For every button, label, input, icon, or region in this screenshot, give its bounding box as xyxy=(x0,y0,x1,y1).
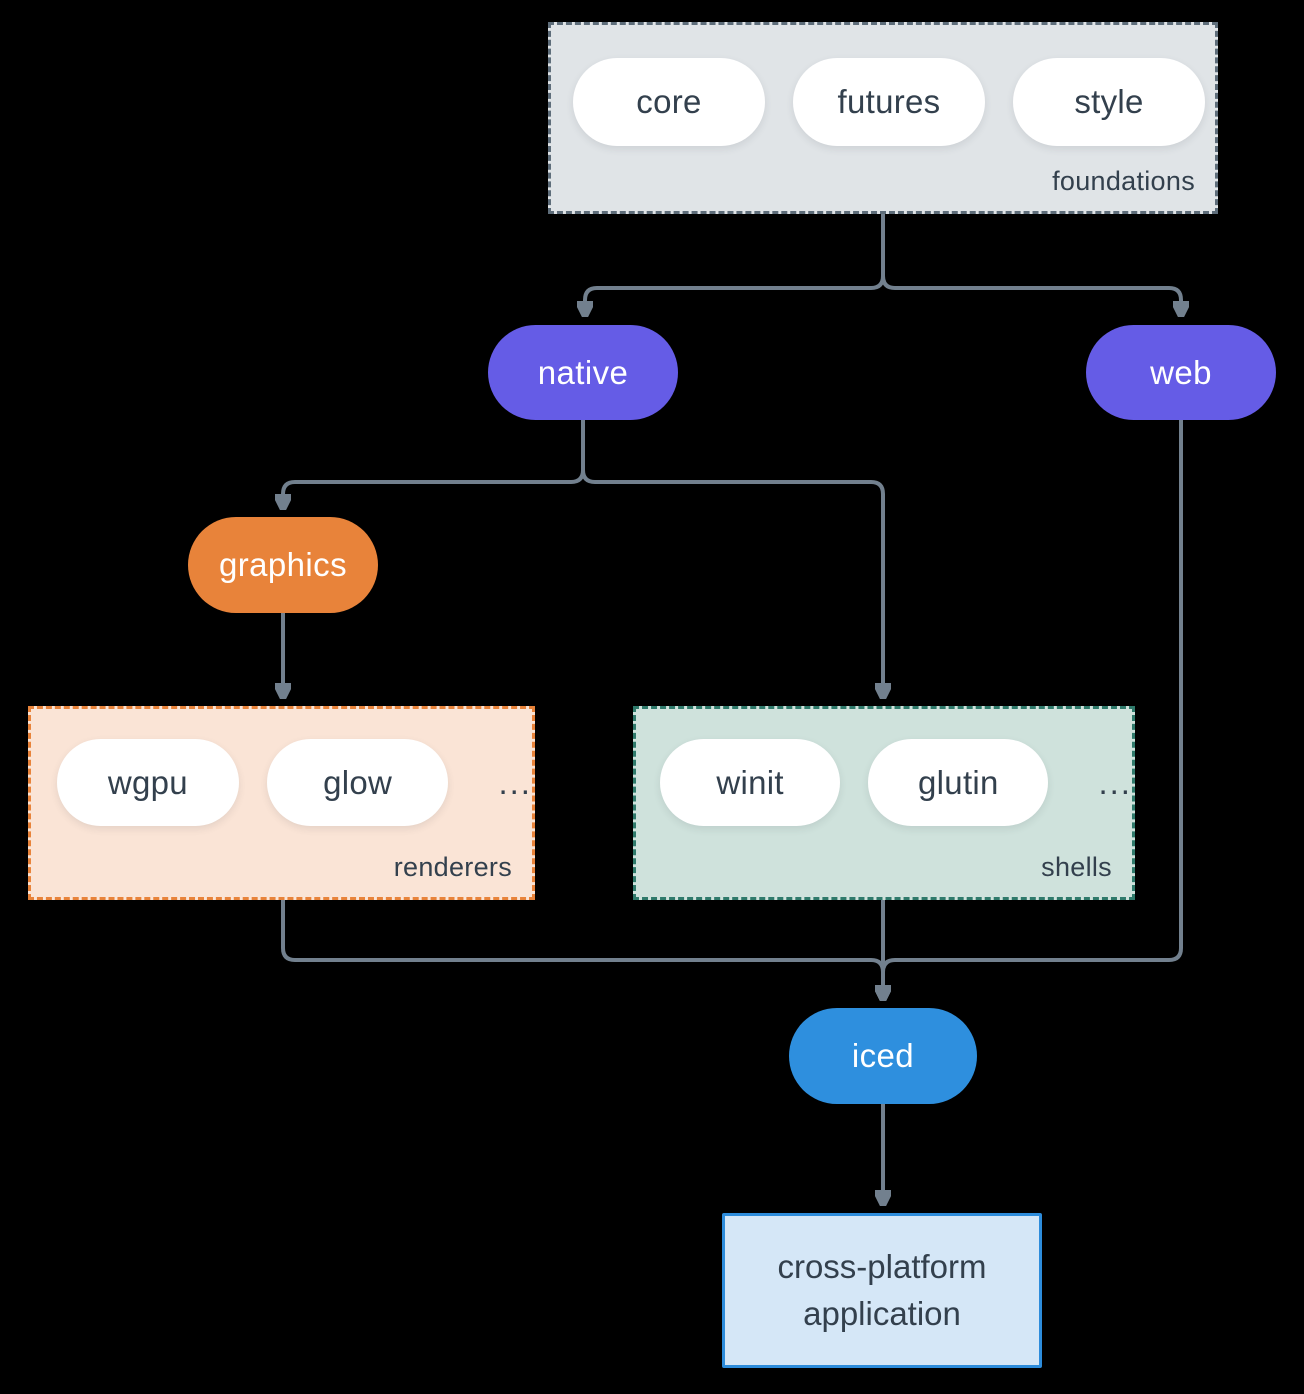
pill-winit: winit xyxy=(660,739,841,826)
edge-native-shells xyxy=(581,420,883,694)
pill-futures: futures xyxy=(793,58,985,146)
foundations-pill-row: core futures style xyxy=(551,25,1215,146)
edge-native-graphics xyxy=(283,420,585,505)
edge-foundations-web xyxy=(881,214,1181,312)
shells-label: shells xyxy=(1041,852,1112,882)
pill-core: core xyxy=(573,58,765,146)
renderers-label: renderers xyxy=(393,852,512,882)
shells-group: winit glutin ... shells xyxy=(633,706,1135,900)
pill-style: style xyxy=(1013,58,1205,146)
renderers-pill-row: wgpu glow ... xyxy=(31,709,532,826)
foundations-group: core futures style foundations xyxy=(548,22,1218,214)
node-web: web xyxy=(1086,325,1276,420)
node-iced: iced xyxy=(789,1008,977,1104)
shells-ellipsis: ... xyxy=(1098,763,1132,801)
app-label: cross-platform application xyxy=(777,1247,987,1332)
pill-wgpu: wgpu xyxy=(57,739,239,826)
foundations-label: foundations xyxy=(1052,166,1195,196)
edge-renderers-iced xyxy=(281,900,883,996)
node-app: cross-platform application xyxy=(722,1213,1042,1368)
edge-foundations-native xyxy=(585,214,885,312)
renderers-group: wgpu glow ... renderers xyxy=(28,706,535,900)
renderers-ellipsis: ... xyxy=(498,763,532,801)
shells-pill-row: winit glutin ... xyxy=(636,709,1132,826)
node-graphics: graphics xyxy=(188,517,378,613)
node-native: native xyxy=(488,325,678,420)
pill-glow: glow xyxy=(266,739,449,826)
pill-glutin: glutin xyxy=(868,739,1049,826)
